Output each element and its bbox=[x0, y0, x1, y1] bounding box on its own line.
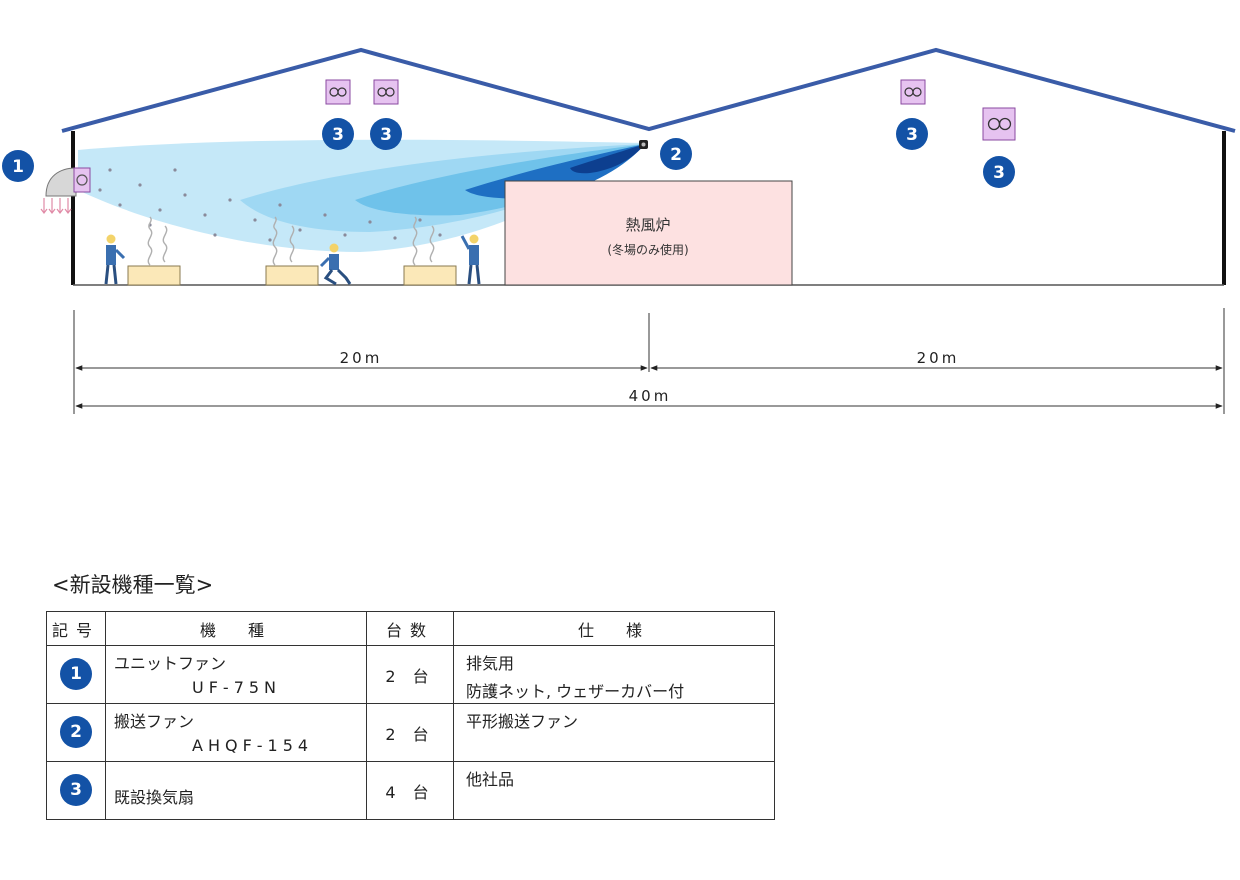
number-badge: 3 bbox=[60, 774, 92, 806]
model-name: ユニットファン bbox=[114, 654, 227, 673]
dimension-label-left: 20m bbox=[340, 349, 383, 367]
header-symbol: 記号 bbox=[46, 611, 106, 646]
marker-badge-3: 3 bbox=[322, 118, 354, 150]
equipment-table: 記号 機 種 台数 仕 様 1 ユニットファン UF-75N 2 台 排気用 防… bbox=[46, 611, 775, 820]
unit-count: 2 台 bbox=[385, 725, 435, 744]
marker-badge-2: 2 bbox=[660, 138, 692, 170]
marker-badge-3: 3 bbox=[370, 118, 402, 150]
row-spec: 平形搬送ファン bbox=[453, 703, 775, 762]
row-count: 2 台 bbox=[366, 703, 454, 762]
table-row: 1 ユニットファン UF-75N 2 台 排気用 防護ネット, ウェザーカバー付 bbox=[46, 645, 775, 704]
model-number: AHQF-154 bbox=[192, 736, 314, 755]
row-symbol: 3 bbox=[46, 761, 106, 820]
worker-figure bbox=[104, 234, 126, 285]
row-model: 搬送ファン AHQF-154 bbox=[105, 703, 367, 762]
roof-line bbox=[61, 47, 1236, 133]
number-badge: 1 bbox=[60, 658, 92, 690]
hot-air-furnace bbox=[504, 180, 793, 286]
row-model: ユニットファン UF-75N bbox=[105, 645, 367, 704]
work-table bbox=[403, 265, 457, 286]
ventilation-fan-icon bbox=[982, 107, 1016, 141]
dimension-label-right: 20m bbox=[917, 349, 960, 367]
spec-line: 防護ネット, ウェザーカバー付 bbox=[466, 682, 685, 701]
header-model: 機 種 bbox=[105, 611, 367, 646]
spec-line: 平形搬送ファン bbox=[466, 712, 579, 731]
svg-text:1: 1 bbox=[12, 157, 24, 177]
work-table bbox=[265, 265, 319, 286]
table-row: 3 既設換気扇 4 台 他社品 bbox=[46, 761, 775, 820]
ventilation-fan-icon bbox=[900, 79, 926, 105]
model-number: UF-75N bbox=[192, 678, 282, 697]
worker-figure bbox=[319, 243, 352, 286]
table-title: <新設機種一覧> bbox=[52, 573, 214, 597]
ventilation-fan-icon bbox=[373, 79, 399, 105]
furnace-label: 熱風炉 bbox=[625, 216, 670, 234]
row-count: 2 台 bbox=[366, 645, 454, 704]
row-count: 4 台 bbox=[366, 761, 454, 820]
unit-fan-icon bbox=[40, 167, 91, 214]
barn-cross-section-diagram: 熱風炉 (冬場のみ使用) bbox=[2, 47, 1236, 414]
dust-swirls bbox=[147, 216, 435, 266]
ventilation-fan-icon bbox=[325, 79, 351, 105]
airflow-plume bbox=[78, 139, 645, 252]
svg-text:3: 3 bbox=[380, 125, 392, 145]
unit-count: 2 台 bbox=[385, 667, 435, 686]
marker-badge-1: 1 bbox=[2, 150, 34, 182]
model-name: 既設換気扇 bbox=[114, 788, 195, 807]
row-spec: 他社品 bbox=[453, 761, 775, 820]
header-spec: 仕 様 bbox=[453, 611, 775, 646]
svg-text:3: 3 bbox=[906, 125, 918, 145]
transport-fan-icon bbox=[639, 140, 648, 149]
marker-badge-3: 3 bbox=[983, 156, 1015, 188]
dimension-label-total: 40m bbox=[629, 387, 672, 405]
unit-count: 4 台 bbox=[385, 783, 435, 802]
svg-text:2: 2 bbox=[670, 145, 682, 165]
work-table bbox=[127, 265, 181, 286]
spec-line: 排気用 bbox=[466, 654, 515, 673]
table-header-row: 記号 機 種 台数 仕 様 bbox=[46, 611, 775, 646]
row-symbol: 2 bbox=[46, 703, 106, 762]
worker-figure bbox=[460, 234, 481, 285]
spec-line: 他社品 bbox=[466, 770, 515, 789]
svg-text:3: 3 bbox=[332, 125, 344, 145]
dust-particles bbox=[98, 168, 442, 242]
model-name: 搬送ファン bbox=[114, 712, 195, 731]
marker-badge-3: 3 bbox=[896, 118, 928, 150]
row-spec: 排気用 防護ネット, ウェザーカバー付 bbox=[453, 645, 775, 704]
number-badge: 2 bbox=[60, 716, 92, 748]
row-symbol: 1 bbox=[46, 645, 106, 704]
furnace-note: (冬場のみ使用) bbox=[607, 242, 688, 257]
table-row: 2 搬送ファン AHQF-154 2 台 平形搬送ファン bbox=[46, 703, 775, 762]
header-count: 台数 bbox=[366, 611, 454, 646]
svg-text:3: 3 bbox=[993, 163, 1005, 183]
row-model: 既設換気扇 bbox=[105, 761, 367, 820]
